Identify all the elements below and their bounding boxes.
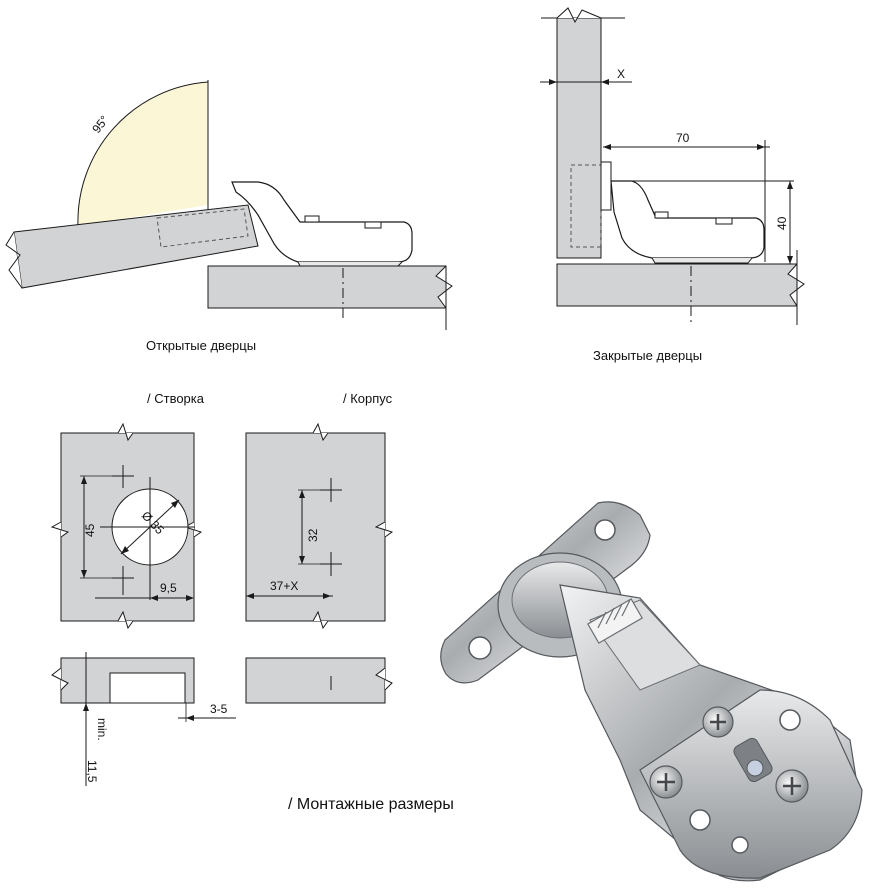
door-drilling-view: Ø 35 45 9,5: [50, 422, 203, 630]
dim-height-label: 40: [775, 216, 789, 230]
closed-cabinet-side: [556, 263, 798, 307]
min-label: min.: [95, 718, 109, 741]
cabinet-section-view: [245, 657, 393, 704]
angle-label: 95°: [89, 113, 111, 136]
min-value-label: 11,5: [85, 760, 99, 783]
caption-open-doors: Открытые дверцы: [146, 338, 257, 353]
closed-door-diagram: X 70 40: [540, 7, 805, 325]
caption-cabinet: / Корпус: [343, 391, 393, 406]
closed-hinge-arm-outline: [610, 180, 765, 259]
cup-depth-label: 3-5: [210, 702, 228, 716]
open-cabinet-side: [207, 265, 447, 309]
hole-height-label: 45: [83, 523, 97, 537]
cup-pocket: [109, 672, 186, 704]
cabinet-drilling-view: 32 37+X: [245, 422, 394, 630]
open-hinge-arm-outline: [231, 181, 413, 263]
caption-mounting-dimensions: / Монтажные размеры: [288, 796, 454, 813]
dim-x-label: X: [617, 67, 625, 81]
plate-offset-label: 37+X: [270, 579, 298, 593]
closed-door-panel: [556, 17, 602, 259]
caption-door: / Створка: [147, 391, 204, 406]
hinge-photo-icon: [440, 501, 863, 882]
open-door-diagram: 95°: [5, 80, 453, 330]
caption-closed-doors: Закрытые дверцы: [593, 348, 703, 363]
edge-offset-label: 9,5: [160, 581, 177, 595]
door-section-view: 3-5 min. 11,5: [51, 652, 236, 786]
open-door-cup-hidden: [156, 208, 249, 248]
dim-depth-label: 70: [676, 131, 690, 145]
plate-spacing-label: 32: [306, 528, 320, 542]
opening-angle-sector: [77, 82, 209, 226]
cabinet-panel-face: [245, 432, 386, 622]
